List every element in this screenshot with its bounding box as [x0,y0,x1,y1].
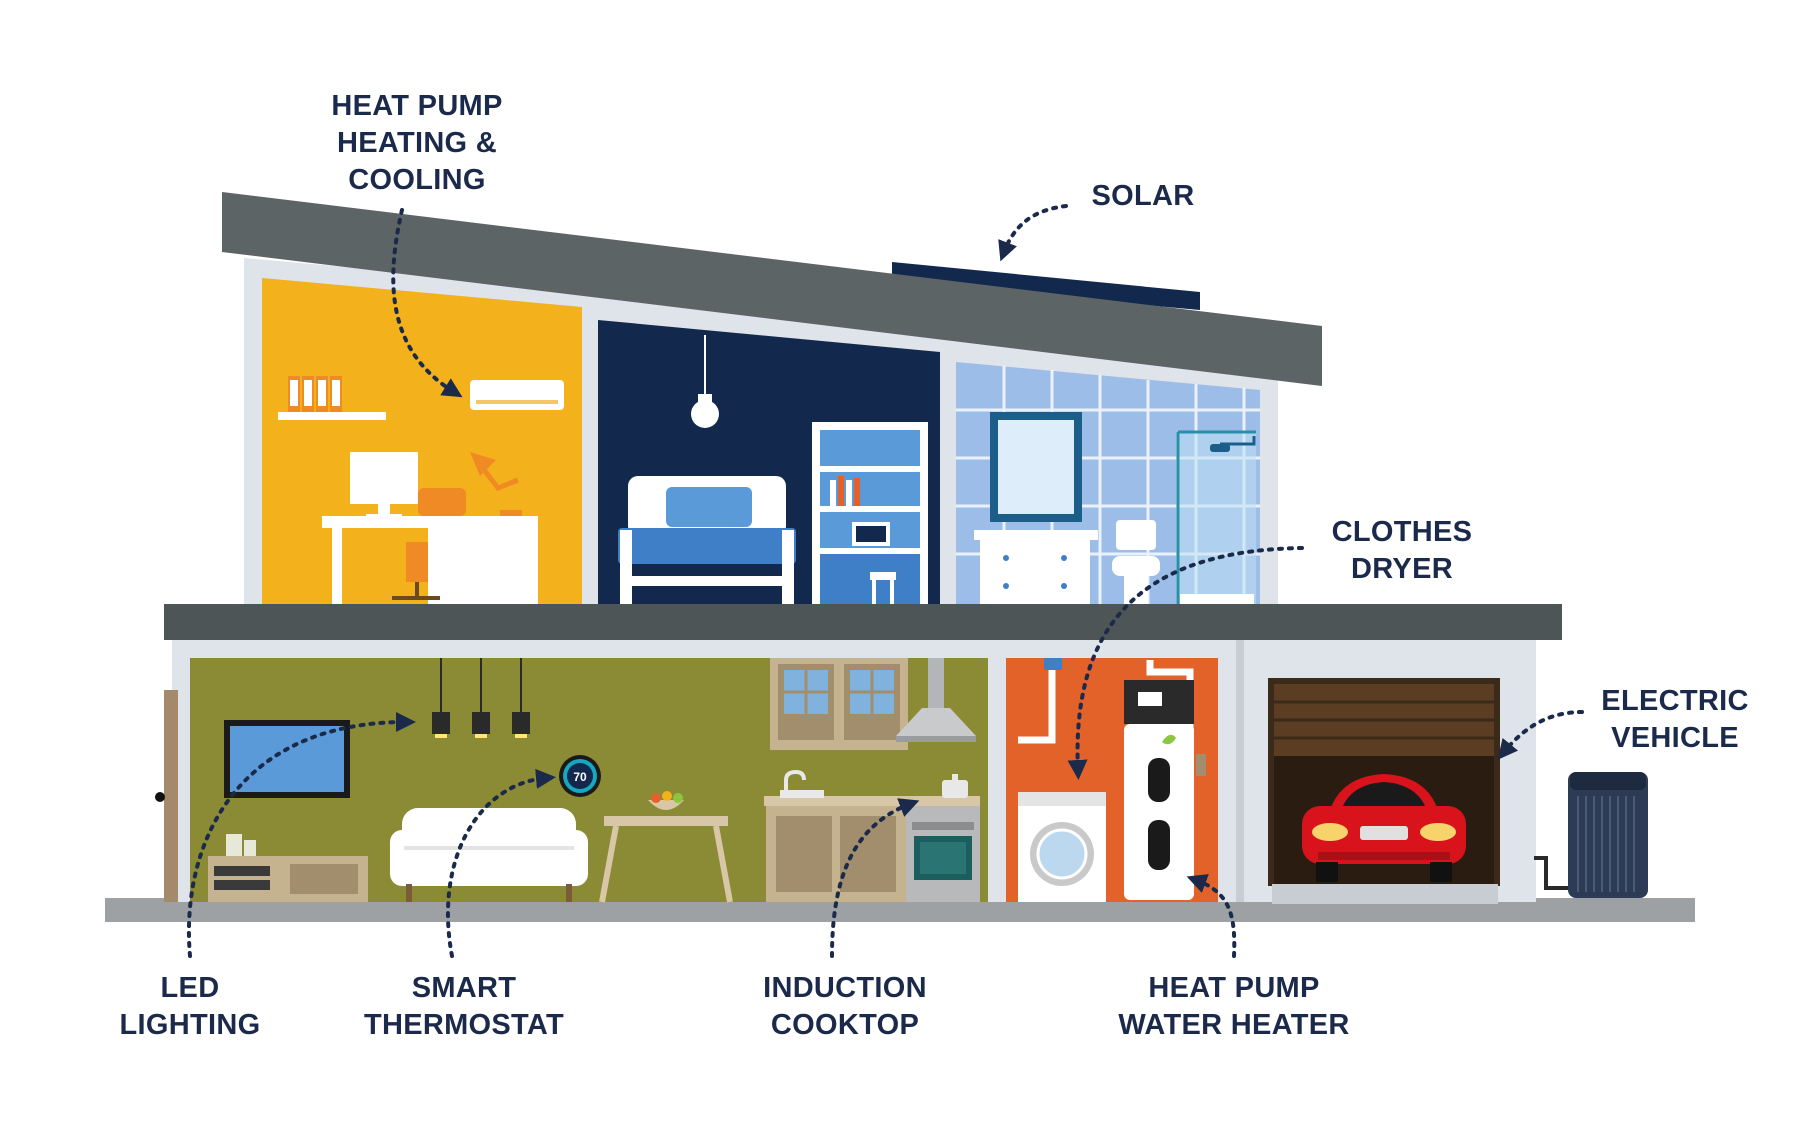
arrow-induction-cooktop [830,798,920,958]
pendant-light [691,335,719,428]
arrow-heat-pump-water-heater [1186,874,1237,958]
label-line: ELECTRIC [1601,685,1749,717]
label-line: DRYER [1351,553,1453,585]
arrow-electric-vehicle [1497,710,1584,760]
tv-stand [208,834,368,902]
dining-table [599,791,733,903]
arrow-heat-pump-hvac [391,208,463,398]
arrow-smart-thermostat [446,768,556,958]
front-door [164,690,178,902]
solar-panel [892,262,1200,310]
heat-pump-water-heater [1124,680,1206,900]
label-line: HEAT PUMP [331,90,503,122]
induction-range [906,774,980,902]
label-electric-vehicle: ELECTRIC VEHICLE [1590,683,1760,757]
roof [222,192,1322,386]
toilet [1112,520,1160,604]
outdoor-heat-pump-unit [1534,772,1648,898]
label-line: VEHICLE [1611,722,1739,754]
label-solar: SOLAR [1078,178,1208,215]
garage-divider [1236,640,1244,902]
label-clothes-dryer: CLOTHES DRYER [1312,514,1492,588]
label-induction-cooktop: INDUCTION COOKTOP [740,970,950,1044]
label-line: SMART [411,972,517,1004]
label-line: HEATING & [336,127,498,159]
sofa [390,808,588,902]
washer-dryer [1018,792,1106,902]
label-line: LIGHTING [119,1009,261,1041]
label-heat-pump-water-heater: HEAT PUMP WATER HEATER [1104,970,1364,1044]
arrow-led-lighting [187,712,416,958]
label-smart-thermostat: SMART THERMOSTAT [354,970,574,1044]
bathroom-mirror [990,412,1082,522]
office-shelf [278,376,386,420]
thermostat-reading: 70 [573,770,587,784]
bookshelf-desk [812,422,928,604]
label-heat-pump-heating-cooling: HEAT PUMP HEATING & COOLING [312,88,522,199]
arrow-clothes-dryer [1067,546,1304,780]
floor-slab [164,604,1562,640]
upper-cabinets [770,658,908,750]
bathroom-vanity [974,530,1098,604]
tv [224,720,350,798]
office-desk [322,452,538,604]
label-line: WATER HEATER [1118,1009,1350,1041]
label-line: CLOTHES [1331,516,1473,548]
label-line: HEAT PUMP [1148,972,1320,1004]
label-line: SOLAR [1091,180,1195,212]
bed [618,476,796,604]
label-line: COOKTOP [770,1009,920,1041]
label-line: LED [160,972,220,1004]
mini-split-heat-pump [470,380,564,410]
smart-thermostat-device: 70 [559,755,601,797]
label-line: COOLING [348,164,486,196]
label-line: INDUCTION [763,972,927,1004]
range-hood [896,658,976,742]
electric-car [1302,774,1466,882]
arrow-solar [998,204,1068,262]
shower [1176,430,1256,604]
label-led-lighting: LED LIGHTING [100,970,280,1044]
label-line: THERMOSTAT [363,1009,565,1041]
led-pendant-lights [432,658,530,738]
